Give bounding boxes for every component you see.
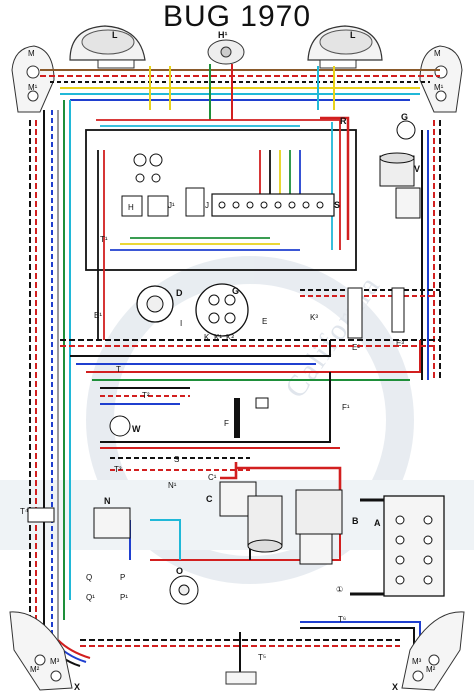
rear-light-right: M² M³	[401, 611, 465, 691]
relay-j-label: J	[205, 201, 209, 210]
k1-label: K¹	[214, 333, 222, 342]
t4-label: T⁴	[20, 507, 29, 516]
b-label: B	[352, 516, 359, 526]
turn-right-front-label: M	[434, 49, 441, 58]
c-label: C	[206, 494, 213, 504]
license-light	[225, 671, 257, 685]
t2-label: T²	[142, 391, 150, 400]
harness-left	[29, 100, 71, 640]
ignition-switch: D	[136, 285, 183, 323]
t1-label: T¹	[100, 235, 108, 244]
brake-switch-f: F	[224, 398, 240, 438]
harness-mid	[60, 339, 440, 405]
turn-right-front-label-b: M¹	[434, 83, 444, 92]
wiper-switch-label: W	[132, 424, 141, 434]
diagram-title: BUG 1970	[162, 0, 312, 33]
e2-label: E²	[352, 343, 360, 352]
f1-label: F¹	[342, 403, 350, 412]
headlight-left: L	[69, 25, 146, 69]
o-label: O	[176, 566, 183, 576]
p-label: P	[120, 573, 125, 582]
i-label: I	[180, 319, 182, 328]
s-label: S	[174, 455, 179, 464]
ignition-switch-label: D	[176, 288, 183, 298]
t5-label: T⁵	[258, 653, 266, 662]
switch-block-right: E² E³	[347, 287, 405, 352]
horn-label: H¹	[218, 30, 228, 40]
n1-label: N¹	[168, 481, 177, 490]
r-label: R	[340, 116, 347, 126]
rear-light-left: M² M³	[9, 611, 73, 691]
harness-top	[40, 64, 440, 120]
headlight-right: L	[307, 25, 383, 69]
t-label: T	[116, 365, 121, 374]
k3-label: K³	[310, 313, 318, 322]
n-label: N	[104, 496, 111, 506]
cluster-g-label: G	[232, 286, 239, 296]
harness-right	[300, 120, 441, 380]
relay-j1-label: J¹	[168, 201, 175, 210]
turn-signal-right-front: M M¹	[419, 45, 463, 113]
dash-switches	[133, 153, 163, 183]
generator	[247, 495, 283, 553]
turn-signal-left-front: M M¹	[11, 45, 55, 113]
headlight-left-label: L	[112, 30, 118, 40]
x-right-label: X	[392, 682, 398, 692]
relay-j1: J¹	[147, 195, 175, 217]
starter: B	[295, 489, 359, 565]
harness-bottom	[43, 621, 421, 672]
x-left-label: X	[74, 682, 80, 692]
brake-switch-f1: F¹	[255, 397, 350, 412]
q-label: Q	[86, 573, 92, 582]
f-label: F	[224, 419, 229, 428]
ground-label: ①	[336, 585, 343, 594]
k2-label: K²	[226, 333, 234, 342]
horn: H¹	[207, 30, 245, 65]
k-label: K	[204, 333, 210, 342]
distributor: O	[169, 566, 199, 605]
e3-label: E³	[396, 339, 404, 348]
instrument-cluster: G K K¹ K²	[195, 283, 249, 342]
wiper-switch: W	[109, 415, 141, 437]
wiper-motor-label: V	[414, 164, 420, 174]
fuse-box: S	[211, 193, 340, 217]
a-label: A	[374, 518, 381, 528]
harness-dash	[85, 116, 357, 340]
rear-right-m2-label: M²	[426, 665, 436, 674]
component-n: N	[93, 496, 131, 539]
e-label: E	[262, 317, 267, 326]
q1-label: Q¹	[86, 593, 95, 602]
t6-label: T⁶	[338, 615, 346, 624]
relay-j: J	[185, 187, 209, 217]
rear-left-m2-label: M²	[30, 665, 40, 674]
p1-label: P¹	[120, 593, 128, 602]
turn-left-front-label: M	[28, 49, 35, 58]
rear-right-m3-label: M³	[412, 657, 422, 666]
t3-label: T³	[114, 465, 122, 474]
connector-t4: T⁴	[20, 507, 55, 523]
relay-h-label: H	[128, 203, 134, 212]
headlight-right-label: L	[350, 30, 356, 40]
gauge-g: G	[396, 112, 416, 140]
turn-left-front-label-b: M¹	[28, 83, 38, 92]
fuse-box-label: S	[334, 200, 340, 210]
gauge-g-label: G	[401, 112, 408, 122]
c1-label: C¹	[208, 473, 217, 482]
battery: A	[374, 495, 445, 597]
relay-h: H	[121, 195, 143, 217]
rear-left-m3-label: M³	[50, 657, 60, 666]
wiper-motor: V	[379, 152, 421, 219]
e1-label: E¹	[94, 311, 102, 320]
